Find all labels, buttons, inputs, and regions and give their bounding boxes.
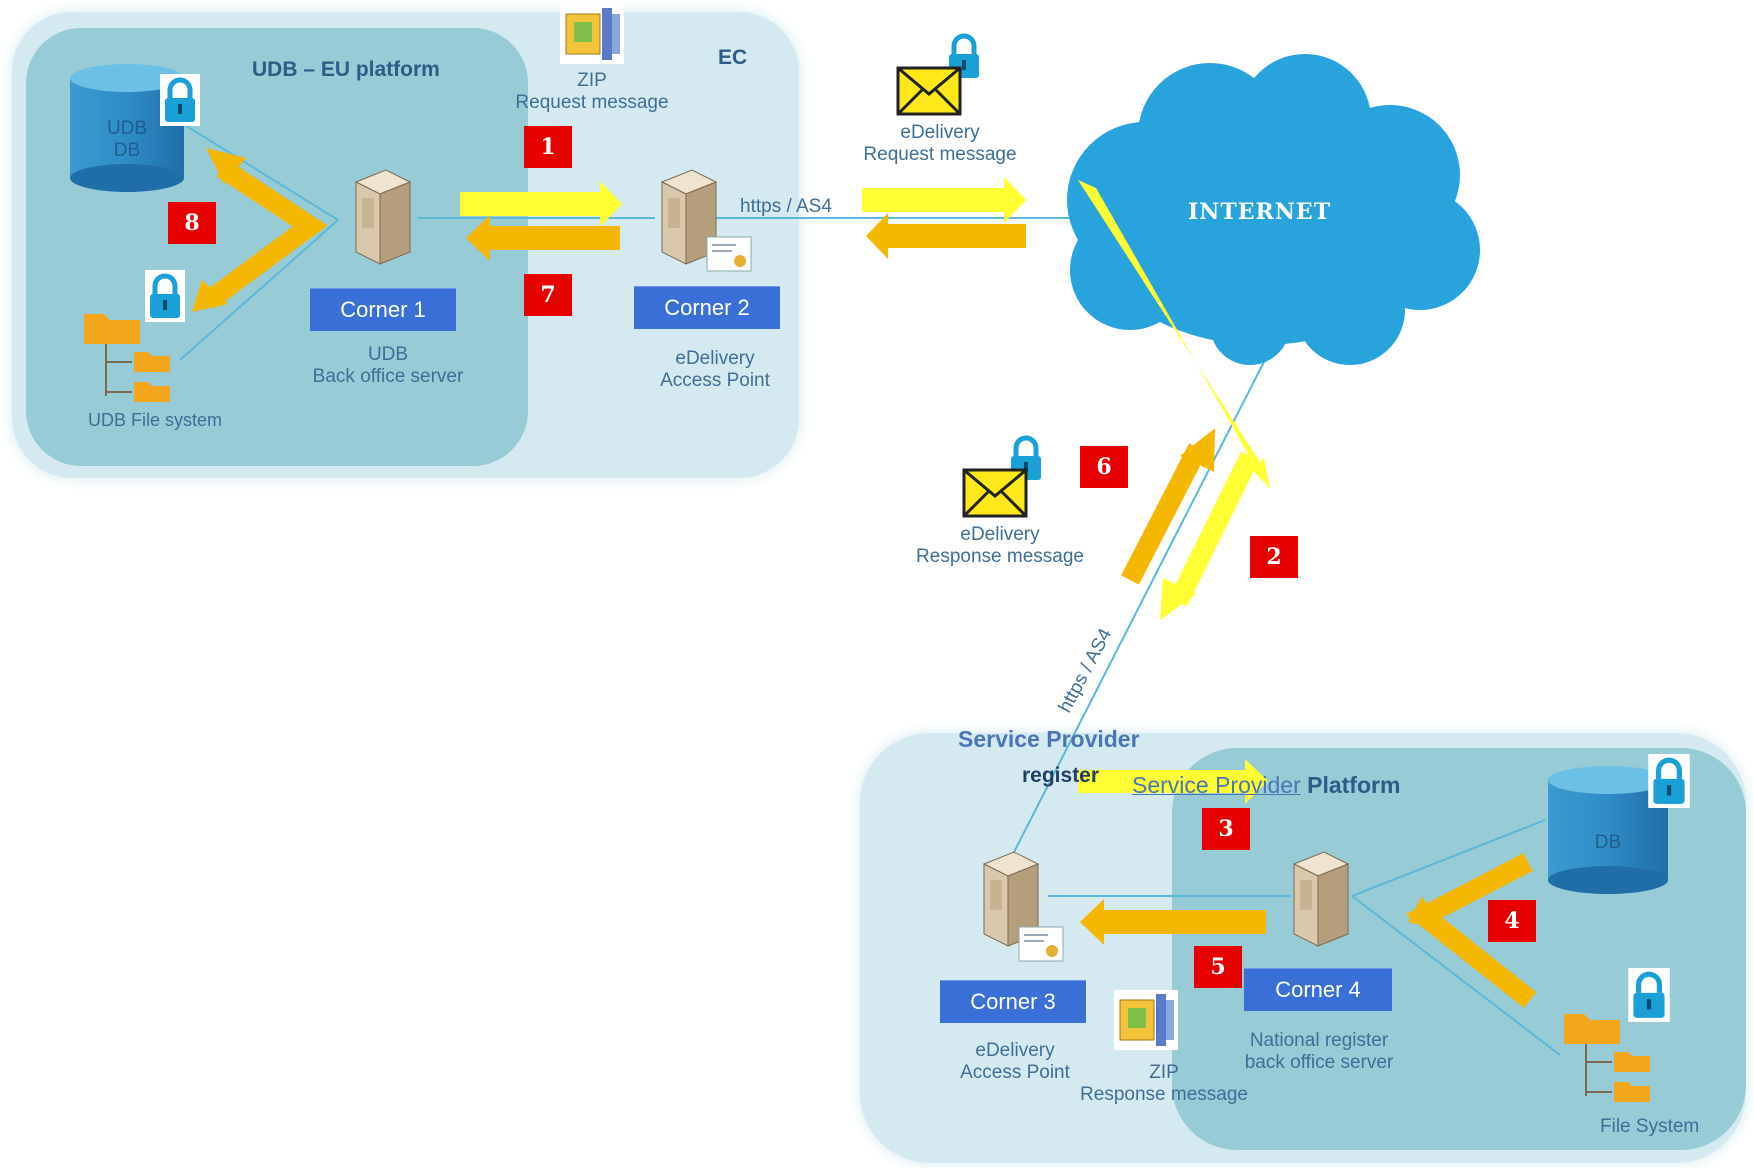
udb-db-caption-line2: DB bbox=[113, 139, 141, 161]
corner-2-caption-line2: Access Point bbox=[660, 369, 770, 391]
https-as4-top-label: https / AS4 bbox=[740, 196, 832, 217]
step-8-badge: 8 bbox=[168, 202, 216, 244]
step-2-badge: 2 bbox=[1250, 536, 1298, 578]
zip-response-archive-icon bbox=[1114, 990, 1178, 1050]
udb-fs-padlock-icon bbox=[145, 270, 185, 322]
sp-platform-title-b: Platform bbox=[1307, 772, 1401, 798]
step-6-badge: 6 bbox=[1080, 446, 1128, 488]
step-5-badge: 5 bbox=[1194, 946, 1242, 988]
corner-1-caption-line2: Back office server bbox=[312, 365, 464, 387]
udb-db-caption-line1: UDB bbox=[106, 118, 148, 139]
zip-request-caption: ZIP Request message bbox=[494, 70, 690, 114]
corner-4-caption-line1: National register bbox=[1249, 1030, 1389, 1051]
corner-1-box: Corner 1 bbox=[310, 288, 456, 331]
corner-4-box: Corner 4 bbox=[1244, 968, 1392, 1011]
corner-1-caption-line1: UDB bbox=[367, 344, 409, 365]
udb-platform-title: UDB – EU platform bbox=[252, 58, 440, 81]
corner-4-caption: National register back office server bbox=[1224, 1030, 1414, 1074]
sp-platform-title-a: Service Provider bbox=[1132, 772, 1301, 798]
edelivery-response-caption: eDelivery Response message bbox=[894, 524, 1106, 568]
udb-file-system-caption: UDB File system bbox=[88, 410, 223, 430]
corner-3-caption-line2: Access Point bbox=[960, 1061, 1070, 1083]
corner-2-box: Corner 2 bbox=[634, 286, 780, 329]
corner-3-server-icon bbox=[982, 851, 1040, 947]
link-lines bbox=[179, 121, 1561, 1056]
edelivery-request-caption-line1: eDelivery bbox=[900, 122, 980, 143]
zip-response-caption-line1: ZIP bbox=[1149, 1062, 1179, 1083]
corner-2-caption: eDelivery Access Point bbox=[640, 348, 790, 392]
step-8-arrow bbox=[204, 159, 328, 309]
sp-database-icon bbox=[1548, 766, 1668, 894]
corner-3-certificate-icon bbox=[1018, 926, 1064, 962]
zip-request-archive-icon bbox=[560, 4, 624, 64]
sp-file-system-folder-tree-icon bbox=[1564, 1014, 1650, 1102]
udb-db-padlock-icon bbox=[160, 74, 200, 126]
ec-title: EC bbox=[718, 46, 748, 69]
zip-response-caption-line2: Response message bbox=[1080, 1083, 1248, 1105]
sp-platform-title: Service Provider Platform bbox=[1132, 772, 1400, 798]
udb-database-icon bbox=[70, 64, 184, 192]
edelivery-request-envelope-icon bbox=[896, 66, 962, 116]
edelivery-response-caption-line2: Response message bbox=[916, 545, 1084, 567]
udb-db-caption: UDB DB bbox=[86, 118, 168, 162]
corner-4-caption-line2: back office server bbox=[1244, 1051, 1394, 1073]
step-6-arrow bbox=[1121, 428, 1215, 585]
udb-file-system-folder-tree-icon bbox=[84, 314, 170, 402]
response-arrows bbox=[466, 213, 1266, 945]
corner-1-caption: UDB Back office server bbox=[310, 344, 466, 388]
step-7-badge: 7 bbox=[524, 274, 572, 316]
step-2-arrow bbox=[1160, 451, 1259, 620]
step-4-badge: 4 bbox=[1488, 900, 1536, 942]
sp-db-caption: DB bbox=[1594, 832, 1622, 853]
edelivery-request-caption-line2: Request message bbox=[863, 143, 1017, 165]
corner-2-caption-line1: eDelivery bbox=[675, 348, 755, 369]
sp-register-title-line2: register bbox=[1022, 764, 1100, 787]
corner-3-caption: eDelivery Access Point bbox=[940, 1040, 1090, 1084]
sp-fs-padlock-icon bbox=[1628, 968, 1670, 1022]
corner-3-caption-line1: eDelivery bbox=[975, 1040, 1055, 1061]
edelivery-response-caption-line1: eDelivery bbox=[960, 524, 1040, 545]
internet-label: INTERNET bbox=[1188, 199, 1332, 225]
corner-2-certificate-icon bbox=[706, 236, 752, 272]
step-3-badge: 3 bbox=[1202, 808, 1250, 850]
edelivery-response-envelope-icon bbox=[962, 468, 1028, 518]
corner-1-server-icon bbox=[354, 169, 412, 265]
edelivery-request-caption: eDelivery Request message bbox=[842, 122, 1038, 166]
sp-register-title-line1: Service Provider bbox=[958, 726, 1140, 752]
zip-request-caption-line1: ZIP bbox=[577, 70, 607, 91]
sp-db-padlock-icon bbox=[1648, 754, 1690, 808]
sp-file-system-caption: File System bbox=[1600, 1116, 1700, 1137]
zip-response-caption: ZIP Response message bbox=[1058, 1062, 1270, 1106]
step-1-badge: 1 bbox=[524, 126, 572, 168]
corner-4-server-icon bbox=[1292, 851, 1350, 947]
internet-cloud-icon bbox=[1067, 54, 1480, 365]
corner-3-box: Corner 3 bbox=[940, 980, 1086, 1023]
zip-request-caption-line2: Request message bbox=[515, 91, 669, 113]
